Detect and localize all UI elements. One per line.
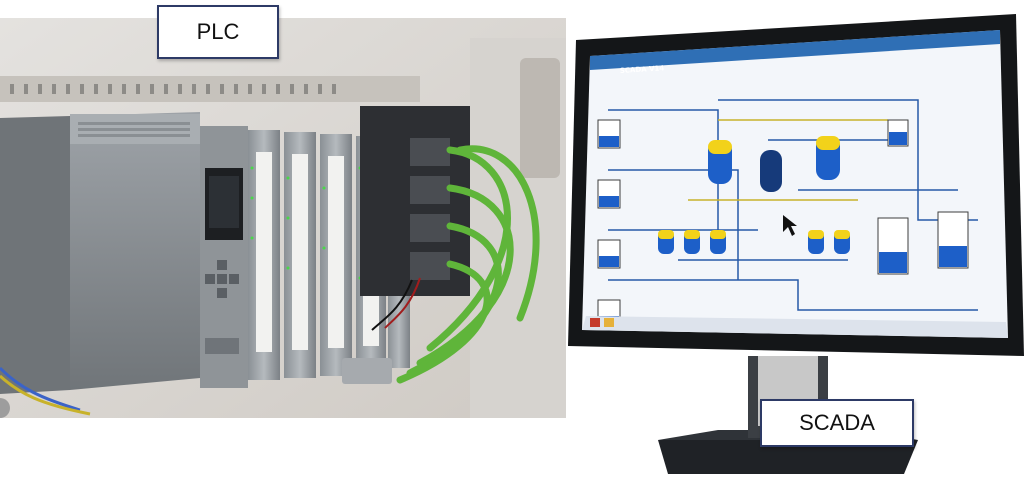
screen-window-title: SCADA V14: [620, 64, 665, 75]
scada-label: SCADA: [760, 399, 914, 447]
monitor-illustration: SCADA V14: [568, 14, 1024, 474]
plc-rack-illustration: [0, 18, 566, 418]
monitor: SCADA V14: [568, 0, 1024, 474]
plc-label: PLC: [157, 5, 279, 59]
plc-photo: [0, 18, 566, 418]
